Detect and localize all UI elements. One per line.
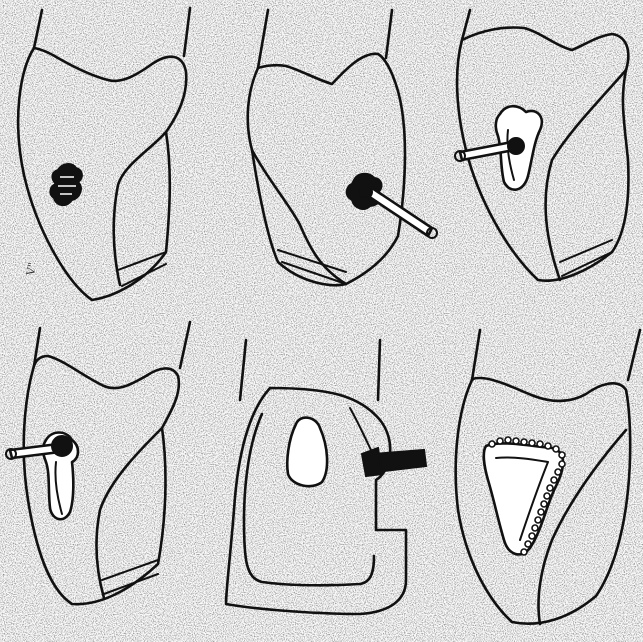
drill-bur-tip bbox=[362, 448, 382, 476]
side-mark: V" bbox=[24, 261, 39, 277]
drill-bur-tip bbox=[52, 436, 72, 456]
drill-bur-tip bbox=[360, 186, 372, 198]
pulp-chamber bbox=[287, 418, 327, 487]
drill-bur-tip bbox=[508, 138, 524, 154]
